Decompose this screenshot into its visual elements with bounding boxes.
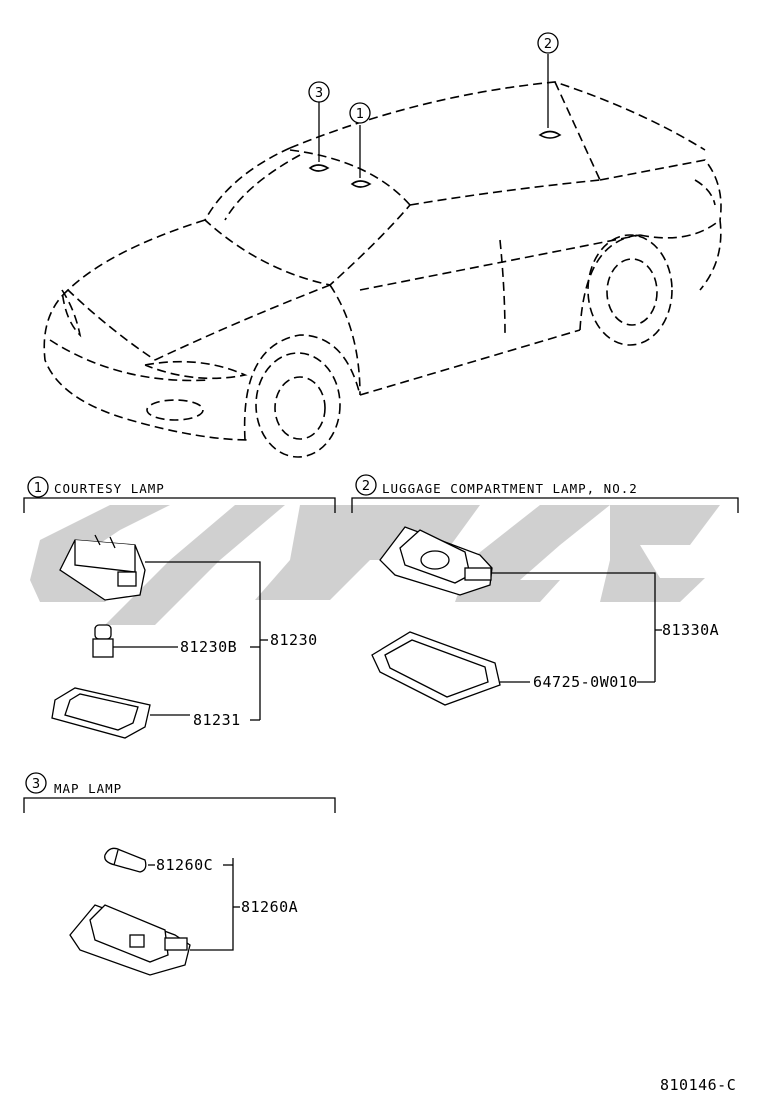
section-1-badge: [27, 476, 49, 498]
section-map-lamp: 3 MAP LAMP 81260C 81260A: [23, 772, 336, 976]
courtesy-lamp-assembly-part: [59, 534, 146, 601]
part-label-81330A: 81330A: [662, 621, 719, 639]
svg-text:3: 3: [32, 777, 40, 792]
callout-1: 1: [349, 102, 371, 124]
part-label-81230: 81230: [270, 631, 318, 649]
part-label-81260A: 81260A: [241, 898, 298, 916]
section-3-badge: [25, 772, 47, 794]
callout-3: 3: [308, 81, 330, 103]
svg-text:3: 3: [315, 86, 323, 101]
map-lamp-assembly-part: [69, 904, 191, 976]
section-3-title: MAP LAMP: [54, 781, 122, 796]
section-luggage-lamp: 2 LUGGAGE COMPARTMENT LAMP, NO.2 81330A …: [351, 474, 739, 706]
svg-text:2: 2: [362, 479, 370, 494]
luggage-lens-part: [371, 631, 501, 706]
part-label-81230B: 81230B: [180, 638, 237, 656]
luggage-lamp-assembly-part: [379, 526, 493, 596]
map-bulb-part: [104, 847, 147, 873]
part-label-81260C: 81260C: [156, 856, 213, 874]
part-label-64725-0W010: 64725-0W010: [533, 673, 638, 691]
watermark-logo: [30, 505, 720, 625]
part-label-81231: 81231: [193, 711, 241, 729]
svg-text:2: 2: [544, 37, 552, 52]
svg-text:1: 1: [34, 481, 42, 496]
svg-text:1: 1: [356, 107, 364, 122]
diagram-id: 810146-C: [660, 1076, 736, 1094]
callout-2: 2: [537, 32, 559, 54]
courtesy-lens-part: [51, 687, 151, 739]
section-courtesy-lamp: 1 COURTESY LAMP 81230B 81230 81231: [23, 476, 336, 739]
section-2-badge: [355, 474, 377, 496]
courtesy-bulb-part: [92, 624, 114, 658]
car-illustration: [43, 54, 722, 458]
section-2-title: LUGGAGE COMPARTMENT LAMP, NO.2: [382, 481, 638, 496]
section-1-title: COURTESY LAMP: [54, 481, 165, 496]
